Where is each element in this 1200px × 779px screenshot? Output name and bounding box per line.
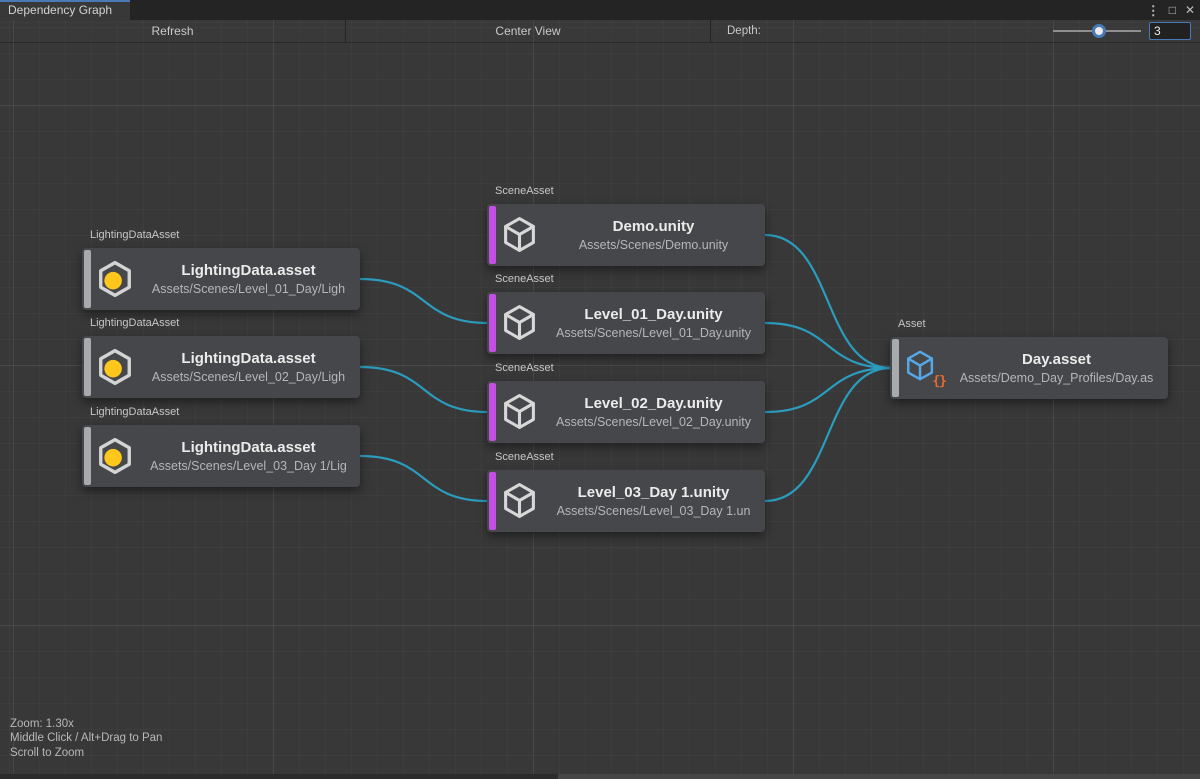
node-title: Level_03_Day 1.unity [545,484,762,501]
node-color-stripe [489,206,496,264]
lighting-data-icon [96,260,134,298]
node-type-label: Asset [898,318,926,330]
graph-node-lighting-data-1[interactable]: LightingDataAsset LightingData.asset Ass… [82,248,360,310]
node-box[interactable]: Level_02_Day.unity Assets/Scenes/Level_0… [487,381,765,443]
unity-scene-icon [501,393,539,431]
node-type-label: SceneAsset [495,273,554,285]
toolbar: Refresh Center View Depth: [0,20,1200,43]
node-type-label: SceneAsset [495,451,554,463]
center-view-button[interactable]: Center View [346,20,711,42]
depth-value-input[interactable] [1149,22,1191,40]
pan-hint-label: Middle Click / Alt+Drag to Pan [10,731,162,746]
node-title: Level_02_Day.unity [545,395,762,412]
graph-node-lighting-data-3[interactable]: LightingDataAsset LightingData.asset Ass… [82,425,360,487]
horizontal-scrollbar-thumb[interactable] [558,774,1200,779]
node-box[interactable]: Demo.unity Assets/Scenes/Demo.unity [487,204,765,266]
node-text: Demo.unity Assets/Scenes/Demo.unity [545,204,762,266]
node-path: Assets/Scenes/Demo.unity [545,238,762,252]
node-box[interactable]: LightingData.asset Assets/Scenes/Level_0… [82,425,360,487]
lighting-data-icon [96,348,134,386]
node-box[interactable]: {} Day.asset Assets/Demo_Day_Profiles/Da… [890,337,1168,399]
graph-node-scene-level-01[interactable]: SceneAsset Level_01_Day.unity Assets/Sce… [487,292,765,354]
node-text: LightingData.asset Assets/Scenes/Level_0… [140,336,357,398]
unity-scene-icon [501,482,539,520]
depth-section: Depth: [711,20,1200,42]
node-text: Level_01_Day.unity Assets/Scenes/Level_0… [545,292,762,354]
node-color-stripe [892,339,899,397]
node-path: Assets/Scenes/Level_01_Day/Ligh [140,282,357,296]
unity-scene-icon [501,304,539,342]
unity-scene-icon [501,216,539,254]
node-type-label: LightingDataAsset [90,317,179,329]
graph-node-scene-demo[interactable]: SceneAsset Demo.unity Assets/Scenes/Demo… [487,204,765,266]
node-text: LightingData.asset Assets/Scenes/Level_0… [140,425,357,487]
node-box[interactable]: Level_01_Day.unity Assets/Scenes/Level_0… [487,292,765,354]
node-color-stripe [84,338,91,396]
node-text: Level_02_Day.unity Assets/Scenes/Level_0… [545,381,762,443]
window-menu-icon[interactable]: ⋮ [1147,4,1160,17]
node-title: Demo.unity [545,218,762,235]
node-title: Level_01_Day.unity [545,306,762,323]
node-title: LightingData.asset [140,350,357,367]
node-path: Assets/Scenes/Level_02_Day.unity [545,415,762,429]
depth-slider[interactable] [1053,24,1141,38]
node-type-label: SceneAsset [495,185,554,197]
refresh-button[interactable]: Refresh [0,20,346,42]
node-path: Assets/Scenes/Level_02_Day/Ligh [140,370,357,384]
maximize-icon[interactable]: □ [1169,4,1176,16]
depth-label: Depth: [727,25,761,37]
tab-dependency-graph[interactable]: Dependency Graph [0,0,130,20]
graph-node-lighting-data-2[interactable]: LightingDataAsset LightingData.asset Ass… [82,336,360,398]
horizontal-scrollbar [0,774,1200,779]
node-color-stripe [489,383,496,441]
node-box[interactable]: LightingData.asset Assets/Scenes/Level_0… [82,248,360,310]
node-title: Day.asset [948,351,1165,368]
depth-slider-thumb[interactable] [1092,24,1106,38]
node-path: Assets/Demo_Day_Profiles/Day.as [948,371,1165,385]
lighting-data-icon [96,437,134,475]
node-box[interactable]: Level_03_Day 1.unity Assets/Scenes/Level… [487,470,765,532]
node-box[interactable]: LightingData.asset Assets/Scenes/Level_0… [82,336,360,398]
graph-node-scene-level-03[interactable]: SceneAsset Level_03_Day 1.unity Assets/S… [487,470,765,532]
scriptable-object-icon: {} [904,349,942,387]
node-color-stripe [84,250,91,308]
node-text: LightingData.asset Assets/Scenes/Level_0… [140,248,357,310]
node-text: Day.asset Assets/Demo_Day_Profiles/Day.a… [948,337,1165,399]
node-text: Level_03_Day 1.unity Assets/Scenes/Level… [545,470,762,532]
title-bar: Dependency Graph ⋮ □ ✕ [0,0,1200,20]
node-color-stripe [84,427,91,485]
graph-node-day-asset[interactable]: Asset {} Day.asset Assets/Demo_Day_Profi… [890,337,1168,399]
node-path: Assets/Scenes/Level_01_Day.unity [545,326,762,340]
graph-node-scene-level-02[interactable]: SceneAsset Level_02_Day.unity Assets/Sce… [487,381,765,443]
close-icon[interactable]: ✕ [1185,4,1195,16]
node-type-label: LightingDataAsset [90,406,179,418]
scroll-hint-label: Scroll to Zoom [10,746,162,761]
node-title: LightingData.asset [140,262,357,279]
node-type-label: LightingDataAsset [90,229,179,241]
viewport-hints: Zoom: 1.30x Middle Click / Alt+Drag to P… [10,717,162,761]
node-path: Assets/Scenes/Level_03_Day 1/Lig [140,459,357,473]
node-type-label: SceneAsset [495,362,554,374]
zoom-level-label: Zoom: 1.30x [10,717,162,732]
window-controls: ⋮ □ ✕ [1147,0,1195,20]
node-color-stripe [489,294,496,352]
node-path: Assets/Scenes/Level_03_Day 1.un [545,504,762,518]
node-title: LightingData.asset [140,439,357,456]
node-color-stripe [489,472,496,530]
